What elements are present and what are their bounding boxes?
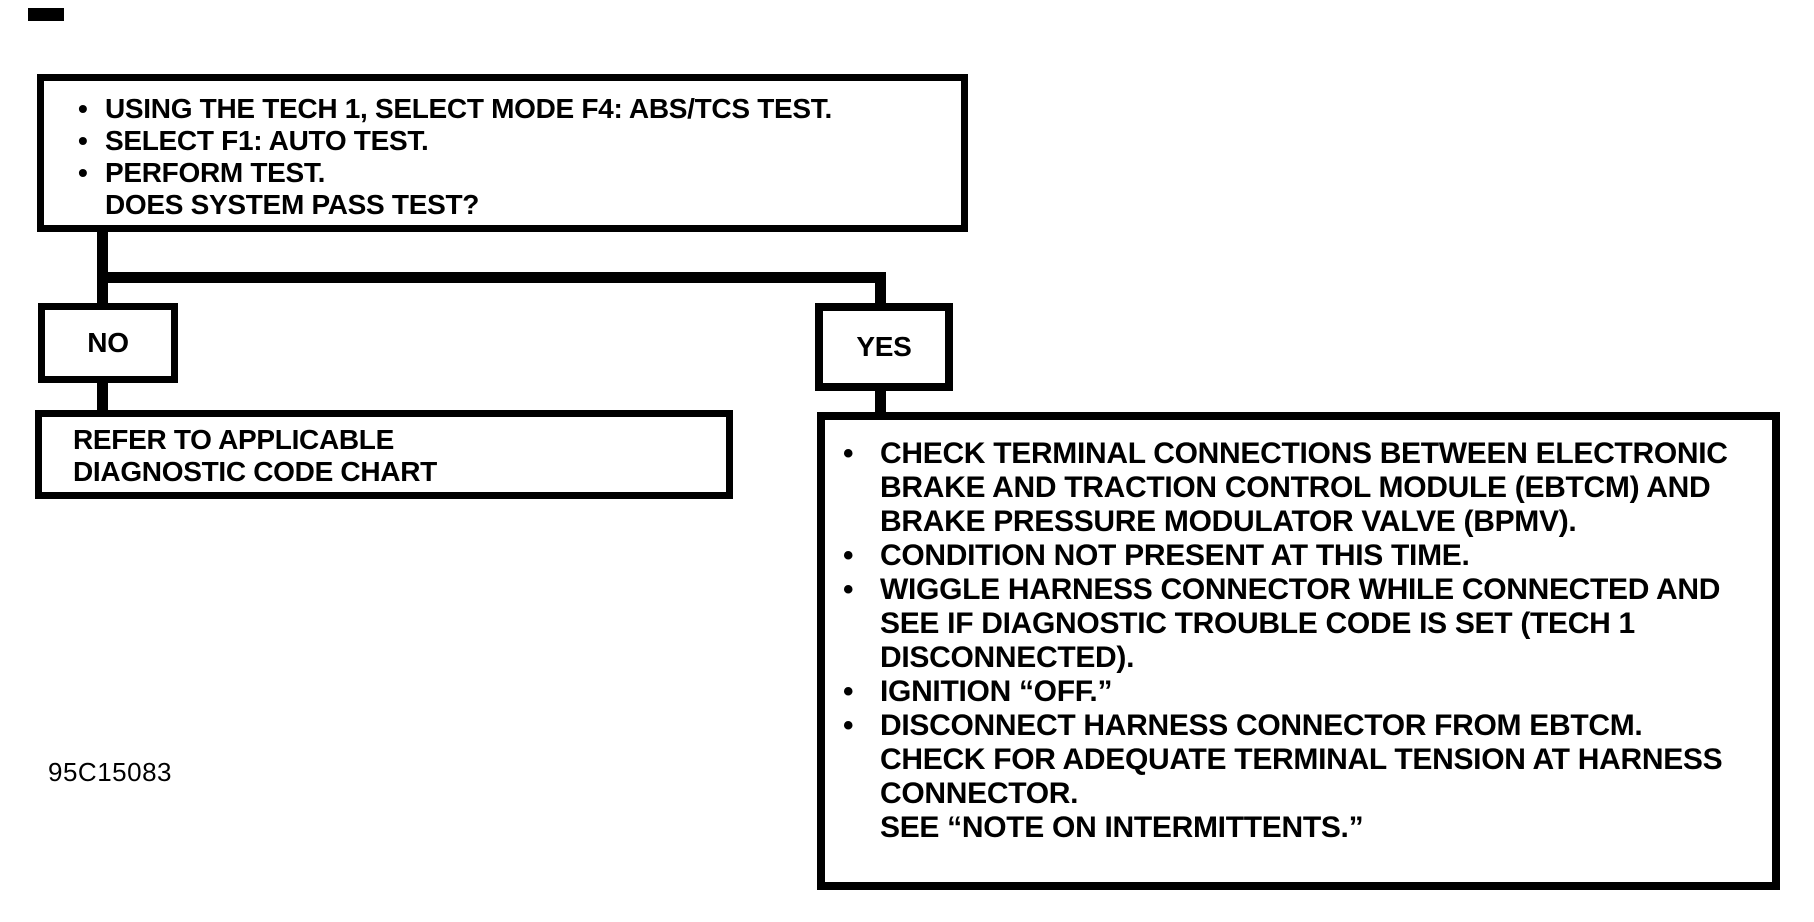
checklist-line: BRAKE PRESSURE MODULATOR VALVE (BPMV). [880,505,1577,538]
checklist-line: IGNITION “OFF.” [880,675,1113,708]
checklist-item: • PERFORM TEST. DOES SYSTEM PASS TEST? [78,157,953,221]
connector-to-no [97,281,108,305]
connector-branch-horizontal [97,272,886,283]
checklist-line: USING THE TECH 1, SELECT MODE F4: ABS/TC… [105,93,832,124]
checklist-line: BRAKE AND TRACTION CONTROL MODULE (EBTCM… [880,471,1711,504]
refer-code-chart-node: REFER TO APPLICABLE DIAGNOSTIC CODE CHAR… [35,410,733,499]
connector-no-to-result [97,381,108,412]
checklist-item: • USING THE TECH 1, SELECT MODE F4: ABS/… [78,93,953,125]
checklist-line: WIGGLE HARNESS CONNECTOR WHILE CONNECTED… [880,573,1721,606]
yes-branch-label: YES [856,331,912,362]
yes-actions-node: • CHECK TERMINAL CONNECTIONS BETWEEN ELE… [817,412,1780,890]
bullet-icon: • [78,157,88,188]
bullet-icon: • [843,573,854,606]
bullet-icon: • [843,709,854,742]
checklist-line: PERFORM TEST. [105,157,326,188]
checklist-line: DISCONNECT HARNESS CONNECTOR FROM EBTCM. [880,709,1643,742]
checklist-line: CHECK TERMINAL CONNECTIONS BETWEEN ELECT… [880,437,1728,470]
scan-artifact-mark [28,8,64,21]
checklist-item: • CHECK TERMINAL CONNECTIONS BETWEEN ELE… [843,437,1752,539]
checklist-item: • CONDITION NOT PRESENT AT THIS TIME. [843,539,1752,573]
checklist-line: SELECT F1: AUTO TEST. [105,125,429,156]
bullet-icon: • [843,675,854,708]
connector-to-yes [875,281,886,305]
checklist-line: DISCONNECTED). [880,641,1135,674]
refer-line: DIAGNOSTIC CODE CHART [73,456,437,487]
yes-branch-node: YES [815,303,953,391]
checklist-item: • IGNITION “OFF.” [843,675,1752,709]
bullet-icon: • [843,539,854,572]
checklist-item: • WIGGLE HARNESS CONNECTOR WHILE CONNECT… [843,573,1752,675]
bullet-icon: • [78,93,88,124]
checklist-line: SEE “NOTE ON INTERMITTENTS.” [880,811,1364,844]
checklist-item: • SELECT F1: AUTO TEST. [78,125,953,157]
checklist-line: CONDITION NOT PRESENT AT THIS TIME. [880,539,1470,572]
bullet-icon: • [78,125,88,156]
question-line: DOES SYSTEM PASS TEST? [105,189,480,220]
checklist-line: CHECK FOR ADEQUATE TERMINAL TENSION AT H… [880,743,1723,776]
connector-start-down [97,230,108,275]
refer-line: REFER TO APPLICABLE [73,424,394,455]
no-branch-label: NO [87,327,129,358]
checklist-item: • DISCONNECT HARNESS CONNECTOR FROM EBTC… [843,709,1752,845]
connector-yes-to-result [875,389,886,415]
figure-id-label: 95C15083 [48,757,172,787]
bullet-icon: • [843,437,854,470]
checklist-line: CONNECTOR. [880,777,1079,810]
checklist-line: SEE IF DIAGNOSTIC TROUBLE CODE IS SET (T… [880,607,1635,640]
start-test-node: • USING THE TECH 1, SELECT MODE F4: ABS/… [37,74,968,232]
no-branch-node: NO [38,303,178,383]
